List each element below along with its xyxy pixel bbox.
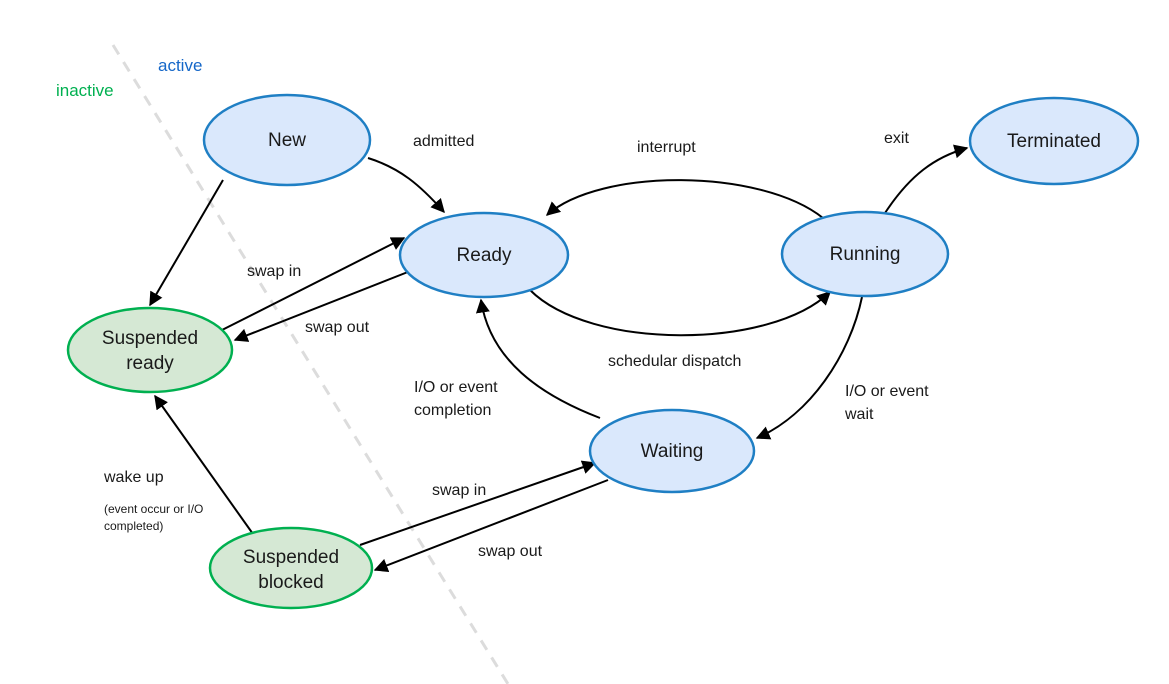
edge-label-schedular-dispatch: schedular dispatch <box>608 353 741 370</box>
node-running-label: Running <box>830 244 901 265</box>
node-running[interactable]: Running <box>780 210 950 298</box>
node-suspended-blocked-label-line1: Suspended <box>243 547 339 568</box>
edge-running-to-waiting <box>755 296 863 440</box>
node-waiting-shape[interactable] <box>588 408 756 494</box>
edge-suspended-blocked-to-waiting <box>359 460 597 546</box>
edge-label-swap-out-top: swap out <box>305 319 370 336</box>
node-terminated-label: Terminated <box>1007 131 1101 152</box>
node-waiting-label: Waiting <box>641 441 704 462</box>
node-new-label: New <box>268 130 306 151</box>
edge-label-io-event-wait-line2: wait <box>844 406 874 423</box>
edge-suspended-ready-to-ready <box>221 237 406 331</box>
edge-label-swap-in-top: swap in <box>247 263 301 280</box>
node-new-shape[interactable] <box>202 93 372 187</box>
edge-waiting-to-suspended-blocked <box>373 479 609 572</box>
edge-new-to-ready <box>367 157 445 214</box>
node-waiting[interactable]: Waiting <box>588 408 756 494</box>
edge-running-to-ready <box>545 179 824 219</box>
edge-running-to-terminated <box>884 144 969 214</box>
node-suspended-ready-shape[interactable] <box>66 306 234 394</box>
node-ready-label: Ready <box>457 245 512 266</box>
edge-waiting-to-ready <box>475 298 601 419</box>
node-suspended-blocked-shape[interactable] <box>208 526 374 610</box>
edge-label-wake-up-sub-line1: (event occur or I/O <box>104 502 203 516</box>
node-new[interactable]: New <box>202 93 372 187</box>
edge-label-io-event-completion-line1: I/O or event <box>414 379 498 396</box>
edge-label-io-event-wait-line1: I/O or event <box>845 383 929 400</box>
zone-label-inactive: inactive <box>56 81 114 100</box>
node-terminated-shape[interactable] <box>968 96 1140 186</box>
node-suspended-ready-label-line1: Suspended <box>102 328 198 349</box>
edge-ready-to-suspended-ready <box>233 267 419 342</box>
node-terminated[interactable]: Terminated <box>968 96 1140 186</box>
edge-label-interrupt: interrupt <box>637 139 696 156</box>
edge-label-wake-up-sub-line2: completed) <box>104 519 163 533</box>
node-running-shape[interactable] <box>780 210 950 298</box>
node-suspended-ready[interactable]: Suspended ready <box>66 306 234 394</box>
node-suspended-blocked[interactable]: Suspended blocked <box>208 526 374 610</box>
edge-suspended-blocked-to-suspended-ready <box>154 394 254 535</box>
active-inactive-divider <box>111 44 510 684</box>
edge-label-exit: exit <box>884 130 909 147</box>
zone-label-active: active <box>158 56 202 75</box>
node-suspended-blocked-label-line2: blocked <box>258 572 324 593</box>
edge-ready-to-running <box>529 289 832 337</box>
node-ready-shape[interactable] <box>398 211 570 299</box>
node-ready[interactable]: Ready <box>398 211 570 299</box>
edge-label-admitted: admitted <box>413 133 474 150</box>
edge-new-to-suspended-ready <box>149 179 224 307</box>
edge-label-wake-up: wake up <box>103 469 164 486</box>
edge-label-io-event-completion-line2: completion <box>414 402 491 419</box>
edge-label-swap-out-bottom: swap out <box>478 543 543 560</box>
edge-label-swap-in-bottom: swap in <box>432 482 486 499</box>
node-suspended-ready-label-line2: ready <box>126 353 174 374</box>
